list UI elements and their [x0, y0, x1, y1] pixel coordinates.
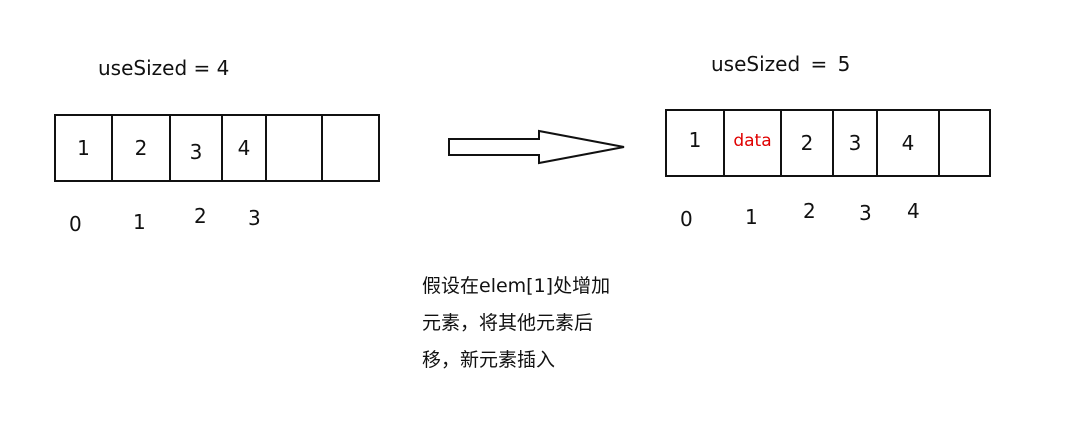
after-index: 1 — [745, 205, 758, 229]
before-index: 3 — [248, 206, 261, 230]
after-cell: 4 — [878, 111, 940, 175]
before-index: 0 — [69, 212, 82, 236]
after-index: 0 — [680, 207, 693, 231]
after-cell-inserted: data — [725, 111, 782, 175]
before-cell: 3 — [171, 116, 223, 180]
note-line: 移，新元素插入 — [422, 349, 556, 371]
note-line: 元素，将其他元素后 — [422, 312, 594, 334]
before-use-sized-label: useSized = 4 — [98, 56, 230, 80]
before-cell — [267, 116, 323, 180]
after-index: 2 — [803, 199, 816, 223]
insertion-note: 假设在elem[1]处增加 元素，将其他元素后 移，新元素插入 — [422, 268, 652, 379]
after-array: 1 data 2 3 4 — [665, 109, 991, 177]
before-cell: 1 — [56, 116, 113, 180]
after-cell: 2 — [782, 111, 834, 175]
after-index: 3 — [859, 201, 872, 225]
before-cell — [323, 116, 378, 180]
after-cell: 3 — [834, 111, 878, 175]
before-index: 2 — [194, 204, 207, 228]
note-line: 假设在elem[1]处增加 — [422, 275, 611, 297]
right-arrow-icon — [448, 129, 625, 165]
after-use-sized-label: useSized = 5 — [711, 52, 851, 76]
after-cell: 1 — [667, 111, 725, 175]
after-index: 4 — [907, 199, 920, 223]
before-array: 1 2 3 4 — [54, 114, 380, 182]
before-index: 1 — [133, 210, 146, 234]
before-cell: 4 — [223, 116, 267, 180]
before-cell: 2 — [113, 116, 171, 180]
after-cell — [940, 111, 989, 175]
